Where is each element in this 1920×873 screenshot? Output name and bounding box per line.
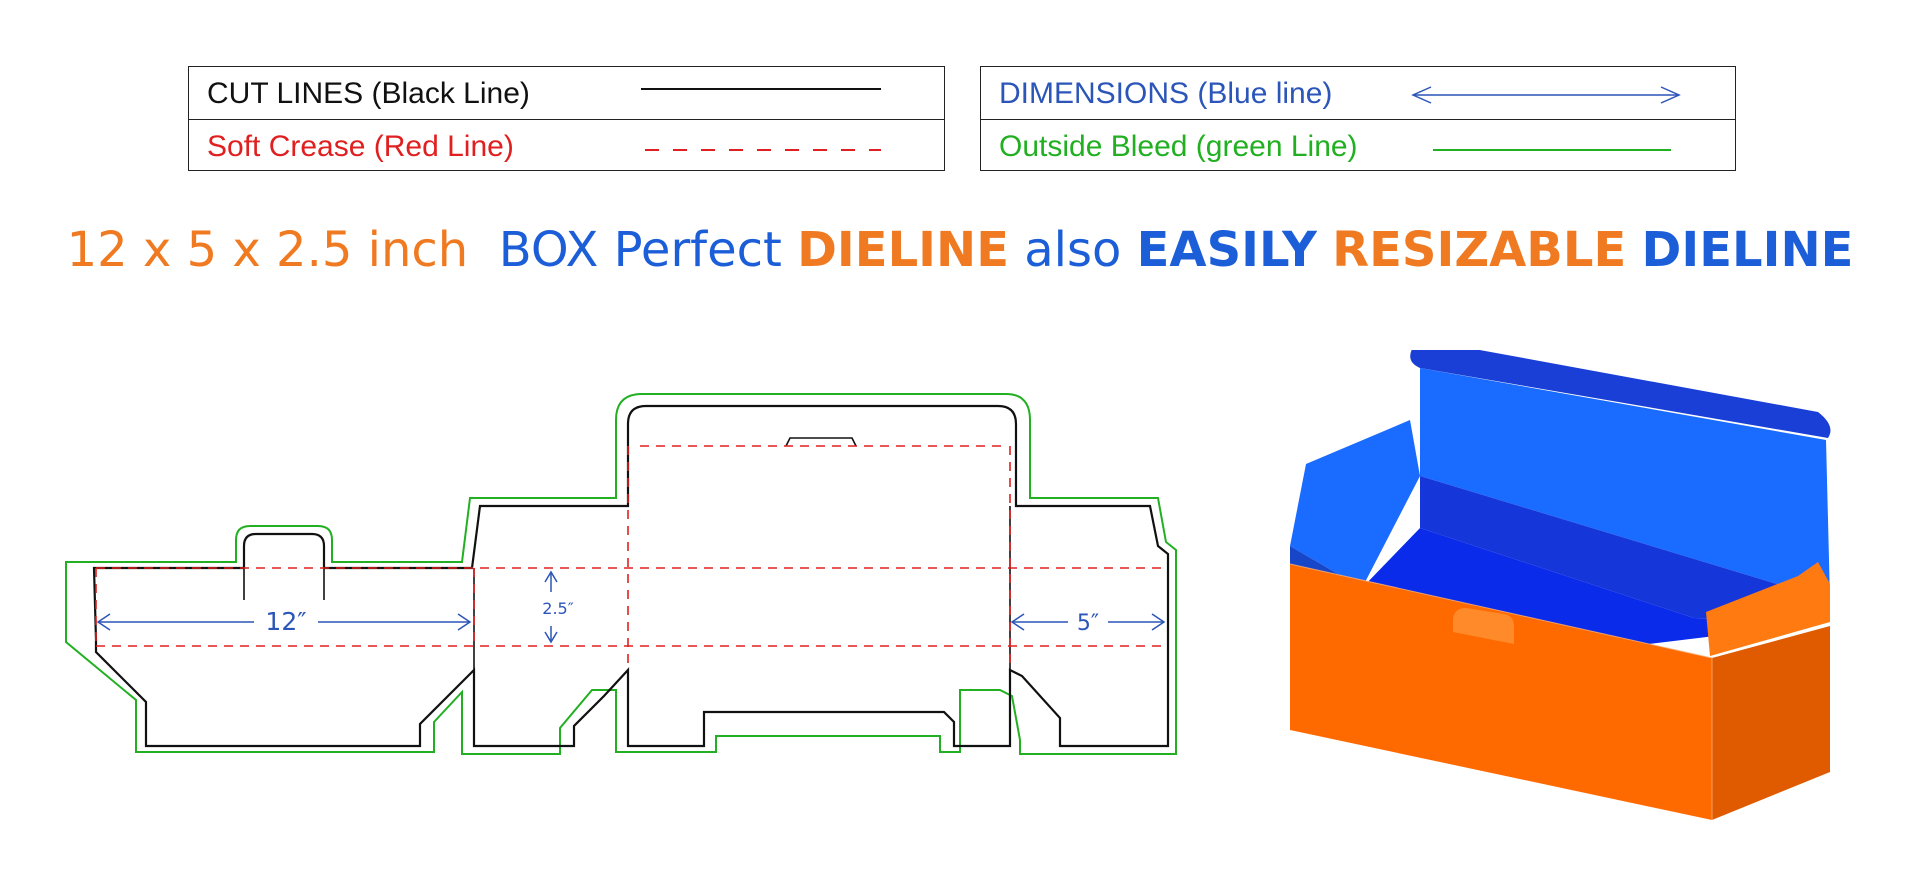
headline-resizable: RESIZABLE [1332, 222, 1627, 278]
legend-outside-bleed-label: Outside Bleed (green Line) [999, 130, 1358, 163]
cut-lid-tab [785, 437, 857, 447]
headline-size: 12 x 5 x 2.5 inch [66, 222, 469, 278]
legend-cut-lines-label: CUT LINES (Black Line) [207, 77, 530, 110]
box-right-flap [1706, 562, 1830, 656]
headline: 12 x 5 x 2.5 inch BOX Perfect DIELINE al… [0, 222, 1920, 278]
headline-dieline-2: DIELINE [1641, 222, 1854, 278]
box-front-panel [1290, 564, 1712, 820]
headline-box-perfect: BOX Perfect [498, 222, 782, 278]
legend-soft-crease-label: Soft Crease (Red Line) [207, 130, 514, 163]
legend-box-left: CUT LINES (Black Line) Soft Crease (Red … [188, 66, 945, 171]
box-dieline-diagram: 12″ 2.5″ 5″ [65, 393, 1177, 755]
legend-box-right: DIMENSIONS (Blue line) Outside Bleed (gr… [980, 66, 1736, 171]
legend-row-cut-lines: CUT LINES (Black Line) [189, 67, 944, 119]
dimension-width-label: 5″ [1077, 611, 1099, 636]
dimension-length-label: 12″ [265, 607, 306, 636]
legend-cut-line-sample [641, 88, 881, 90]
headline-dieline-1: DIELINE [797, 222, 1009, 278]
box-left-flap [1290, 420, 1420, 588]
dimension-width-arrow [1010, 613, 1166, 631]
box-interior-back [1420, 476, 1830, 622]
legend-bleed-line-sample [1433, 149, 1671, 151]
box-lid-inner [1420, 368, 1830, 600]
dimension-height-arrow [544, 570, 558, 644]
legend-crease-line-sample [645, 149, 881, 151]
legend-dimension-arrow-sample [1411, 86, 1681, 104]
legend-row-dimensions: DIMENSIONS (Blue line) [981, 67, 1735, 119]
legend-dimensions-label: DIMENSIONS (Blue line) [999, 77, 1333, 110]
soft-crease-lines [95, 445, 1168, 670]
box-front-tab [1453, 608, 1514, 644]
dimension-height-label: 2.5″ [542, 599, 573, 618]
cut-line-outline [92, 404, 1170, 748]
headline-easily: EASILY [1136, 222, 1317, 278]
legend-row-soft-crease: Soft Crease (Red Line) [189, 119, 944, 171]
box-right-side [1712, 626, 1830, 820]
legend-row-outside-bleed: Outside Bleed (green Line) [981, 119, 1735, 171]
box-3d-illustration [1289, 350, 1831, 820]
box-lid-rim [1410, 350, 1831, 438]
outside-bleed-outline [65, 393, 1177, 755]
headline-also: also [1024, 222, 1122, 278]
dimension-length-arrow [96, 613, 472, 631]
